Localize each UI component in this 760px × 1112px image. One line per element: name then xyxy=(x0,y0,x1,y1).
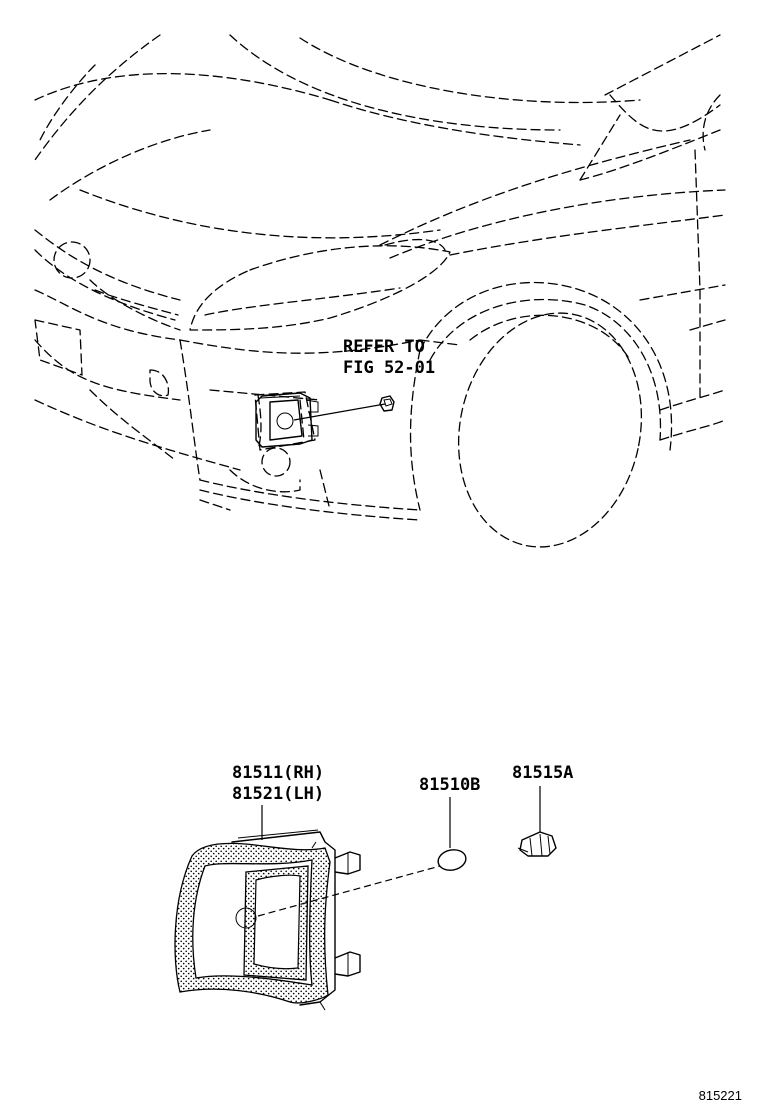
assembly-line xyxy=(257,865,441,917)
part-label-81510b: 81510B xyxy=(419,775,480,795)
socket-icon xyxy=(517,831,557,857)
part-label-81511-rh: 81511(RH) xyxy=(232,763,324,783)
vehicle-front-outline xyxy=(34,34,726,548)
refer-line-2: FIG 52-01 xyxy=(343,358,435,378)
part-label-81515a: 81515A xyxy=(512,763,573,783)
figure-id: 815221 xyxy=(699,1088,742,1103)
fog-lamp-assembly xyxy=(174,829,361,1011)
bulb-icon xyxy=(437,849,467,871)
installed-fog-lamp xyxy=(255,392,386,448)
part-label-81521-lh: 81521(LH) xyxy=(232,784,324,804)
refer-line-1: REFER TO xyxy=(343,337,425,357)
clip-icon xyxy=(379,395,395,412)
